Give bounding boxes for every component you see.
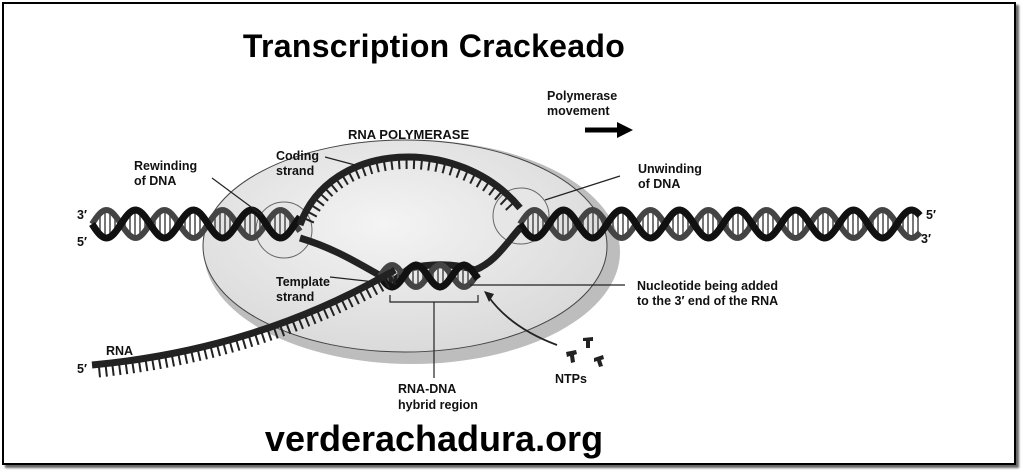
coding-strand-label-1: Coding	[276, 149, 319, 163]
rna-label: RNA	[106, 344, 133, 358]
hybrid-region-label-1: RNA-DNA	[398, 382, 456, 396]
backbone	[377, 261, 481, 291]
dna-helix-right	[517, 206, 923, 242]
backbone	[517, 206, 923, 242]
ntps-icon	[566, 337, 604, 367]
coding-strand	[296, 153, 523, 227]
backbone	[89, 206, 303, 242]
polymerase-movement-arrow	[585, 122, 633, 138]
rna-strand	[91, 266, 397, 378]
rna-polymerase-label: RNA POLYMERASE	[348, 127, 469, 142]
left-top-end-label: 3′	[77, 208, 87, 222]
template-strand-label-1: Template	[276, 275, 330, 289]
label-leaders	[211, 156, 625, 378]
template-strand	[298, 225, 523, 287]
unwinding-label-2: of DNA	[638, 177, 680, 191]
unwinding-circle	[492, 187, 550, 245]
nucleotide-arrow-head	[484, 291, 494, 302]
unwinding-label-1: Unwinding	[638, 162, 702, 176]
template-strand-label-2: strand	[276, 290, 314, 304]
rewinding-label-1: Rewinding	[134, 159, 197, 173]
ntps-label: NTPs	[555, 372, 587, 386]
right-top-end-label: 5′	[926, 208, 936, 222]
site-url: verderachadura.org	[264, 418, 604, 459]
polymerase-movement-label-1: Polymerase	[547, 89, 617, 103]
rewinding-label-2: of DNA	[134, 174, 176, 188]
nucleotide-label-2: to the 3′ end of the RNA	[637, 294, 778, 308]
rna-end-label: 5′	[77, 362, 87, 376]
dna-helix-left	[89, 206, 303, 242]
nucleotide-label-1: Nucleotide being added	[637, 279, 778, 293]
page-title: Transcription Crackeado	[242, 28, 626, 64]
polymerase-movement-label-2: movement	[547, 104, 610, 118]
hybrid-region-label-2: hybrid region	[398, 398, 478, 412]
diagram-frame	[2, 2, 1016, 465]
backbone	[517, 206, 923, 242]
left-bottom-end-label: 5′	[77, 235, 87, 249]
right-bottom-end-label: 3′	[921, 232, 931, 246]
coding-strand-label-2: strand	[276, 164, 314, 178]
